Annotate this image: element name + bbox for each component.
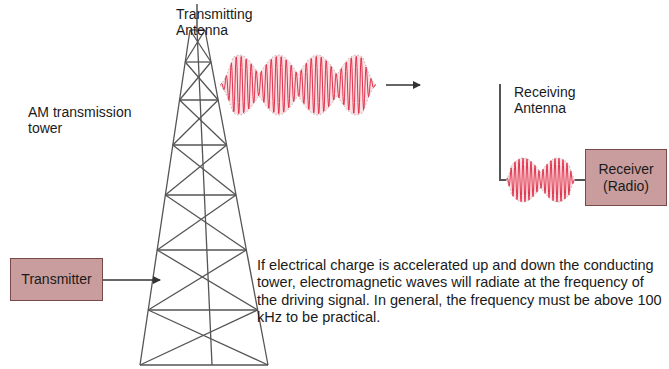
antenna-label: Receiving Antenna	[514, 84, 594, 116]
device-name: Transmitter	[21, 271, 91, 288]
propagation-arrow	[386, 84, 420, 85]
device-name: Receiver (Radio)	[590, 161, 662, 195]
device-box: Transmitter	[10, 258, 103, 301]
note-text: If electrical charge is accelerated up a…	[257, 257, 662, 327]
received-wave	[506, 158, 575, 202]
tower-label: AM transmission tower	[28, 104, 148, 136]
feed-arrow	[103, 279, 160, 280]
device-box: Receiver (Radio)	[585, 149, 667, 206]
am-wave	[220, 55, 376, 115]
antenna-label: Transmitting Antenna	[176, 6, 268, 38]
